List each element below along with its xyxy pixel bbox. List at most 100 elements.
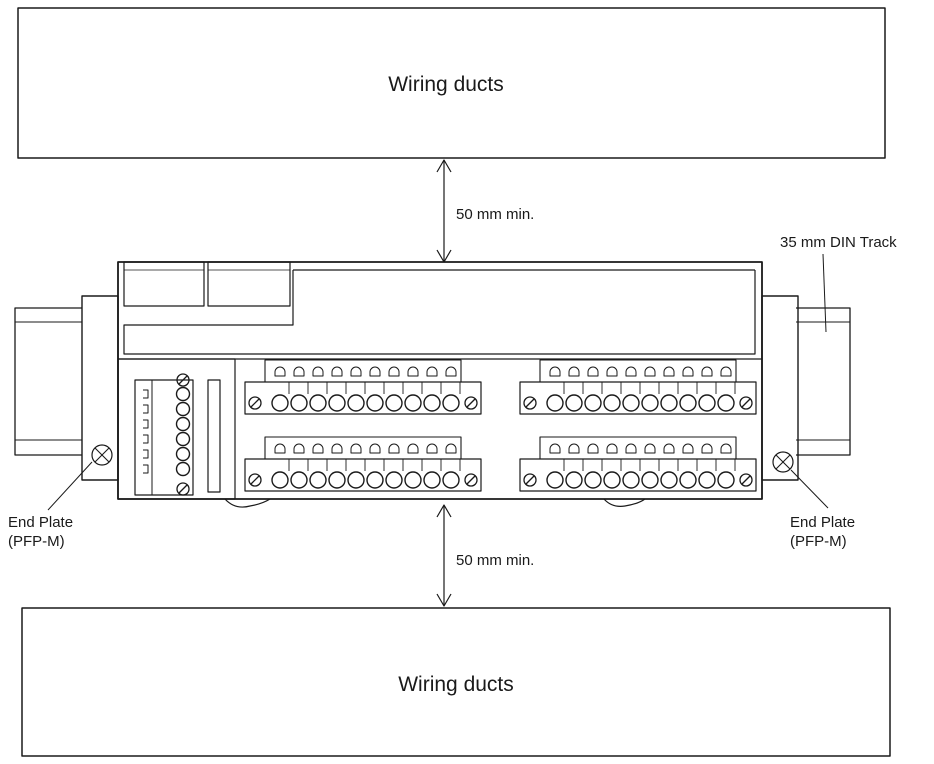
terminal-release-tab [350, 366, 362, 377]
terminal-release-tab [568, 366, 580, 377]
terminal-screw-icon [442, 394, 460, 412]
terminal-release-tab [312, 443, 324, 454]
power-terminal-block [134, 379, 194, 496]
terminal-release-tab [293, 443, 305, 454]
terminal-block-body [519, 458, 757, 492]
terminal-release-tab [701, 443, 713, 454]
block-fixing-screw-icon [248, 473, 262, 487]
block-fixing-screw-icon [464, 396, 478, 410]
terminal-block-4 [519, 436, 757, 492]
terminal-release-tab [720, 366, 732, 377]
terminal-screw-icon [328, 471, 346, 489]
terminal-screw-icon [622, 471, 640, 489]
terminal-release-tab [568, 443, 580, 454]
label-panel [123, 270, 756, 355]
power-block-compartment [117, 358, 236, 500]
block-fixing-screw-icon [739, 473, 753, 487]
block-fixing-screw-icon [739, 396, 753, 410]
terminal-release-tab [663, 443, 675, 454]
clearance-bottom-label: 50 mm min. [456, 552, 534, 569]
power-terminal-tab [143, 464, 149, 474]
connector-cover-1 [123, 261, 205, 307]
terminal-screw-icon [603, 394, 621, 412]
din-track-label: 35 mm DIN Track [780, 234, 897, 251]
terminal-screw-icon [290, 394, 308, 412]
terminal-screw-icon [603, 471, 621, 489]
terminal-release-tab [682, 366, 694, 377]
terminal-block-2 [519, 359, 757, 415]
terminal-blocks [244, 359, 757, 492]
terminal-screw-icon [641, 471, 659, 489]
power-block-screw-icon [176, 373, 190, 387]
terminal-block-body [244, 381, 482, 415]
terminal-release-tab [663, 366, 675, 377]
end-plate-right-leader [790, 469, 829, 509]
terminal-block-body [519, 381, 757, 415]
terminal-release-tab [625, 443, 637, 454]
terminal-release-tab [445, 366, 457, 377]
power-terminal-hole [175, 446, 191, 462]
terminal-screw-icon [679, 471, 697, 489]
block-fixing-screw-icon [464, 473, 478, 487]
terminal-release-tab [369, 366, 381, 377]
end-plate-left-label-1: End Plate [8, 514, 73, 531]
power-block-screw-icon [176, 482, 190, 496]
terminal-release-tab [331, 443, 343, 454]
block-fixing-screw-icon [248, 396, 262, 410]
terminal-screw-icon [698, 471, 716, 489]
terminal-screw-icon [404, 471, 422, 489]
terminal-screw-icon [271, 394, 289, 412]
terminal-screw-icon [271, 471, 289, 489]
terminal-screw-icon [622, 394, 640, 412]
end-plate-left-screw-icon [91, 444, 113, 466]
terminal-screw-icon [565, 394, 583, 412]
power-terminals [143, 373, 191, 496]
terminal-release-tab [549, 366, 561, 377]
terminal-screw-icon [442, 471, 460, 489]
terminal-release-tab [549, 443, 561, 454]
power-terminal-tab [143, 389, 149, 399]
terminal-release-tab [587, 443, 599, 454]
terminal-screw-icon [698, 394, 716, 412]
terminal-screw-icon [366, 471, 384, 489]
terminal-screw-icon [717, 394, 735, 412]
terminal-screw-icon [347, 394, 365, 412]
terminal-release-tab [312, 366, 324, 377]
terminal-block-1 [244, 359, 482, 415]
din-track-left [14, 307, 82, 456]
terminal-screw-icon [423, 394, 441, 412]
terminal-release-tab [274, 366, 286, 377]
terminal-release-tab [587, 366, 599, 377]
power-terminal-hole [175, 386, 191, 402]
power-terminal-hole [175, 461, 191, 477]
terminal-screw-icon [385, 471, 403, 489]
terminal-screw-icon [584, 394, 602, 412]
end-plate-right-label-2: (PFP-M) [790, 533, 847, 550]
terminal-release-tab [644, 443, 656, 454]
block-fixing-screw-icon [523, 396, 537, 410]
wiring-duct-top [17, 7, 886, 159]
power-terminal-tab [143, 434, 149, 444]
clearance-top-label: 50 mm min. [456, 206, 534, 223]
din-track-leader [822, 253, 827, 333]
terminal-release-tab [625, 366, 637, 377]
terminal-block-body [244, 458, 482, 492]
terminal-release-tab [606, 366, 618, 377]
wiring-duct-top-label: Wiring ducts [388, 73, 504, 96]
terminal-screw-icon [546, 471, 564, 489]
end-plate-left-label-2: (PFP-M) [8, 533, 65, 550]
terminal-screw-icon [717, 471, 735, 489]
terminal-release-tab [445, 443, 457, 454]
terminal-screw-icon [660, 471, 678, 489]
terminal-screw-icon [423, 471, 441, 489]
power-terminal-tab [143, 449, 149, 459]
terminal-release-tab [350, 443, 362, 454]
clearance-arrow-top [436, 159, 452, 263]
terminal-release-tab [388, 443, 400, 454]
terminal-block-3 [244, 436, 482, 492]
terminal-release-tab [331, 366, 343, 377]
terminal-screw-icon [309, 394, 327, 412]
terminal-release-tab [369, 443, 381, 454]
power-terminal-tab [143, 419, 149, 429]
